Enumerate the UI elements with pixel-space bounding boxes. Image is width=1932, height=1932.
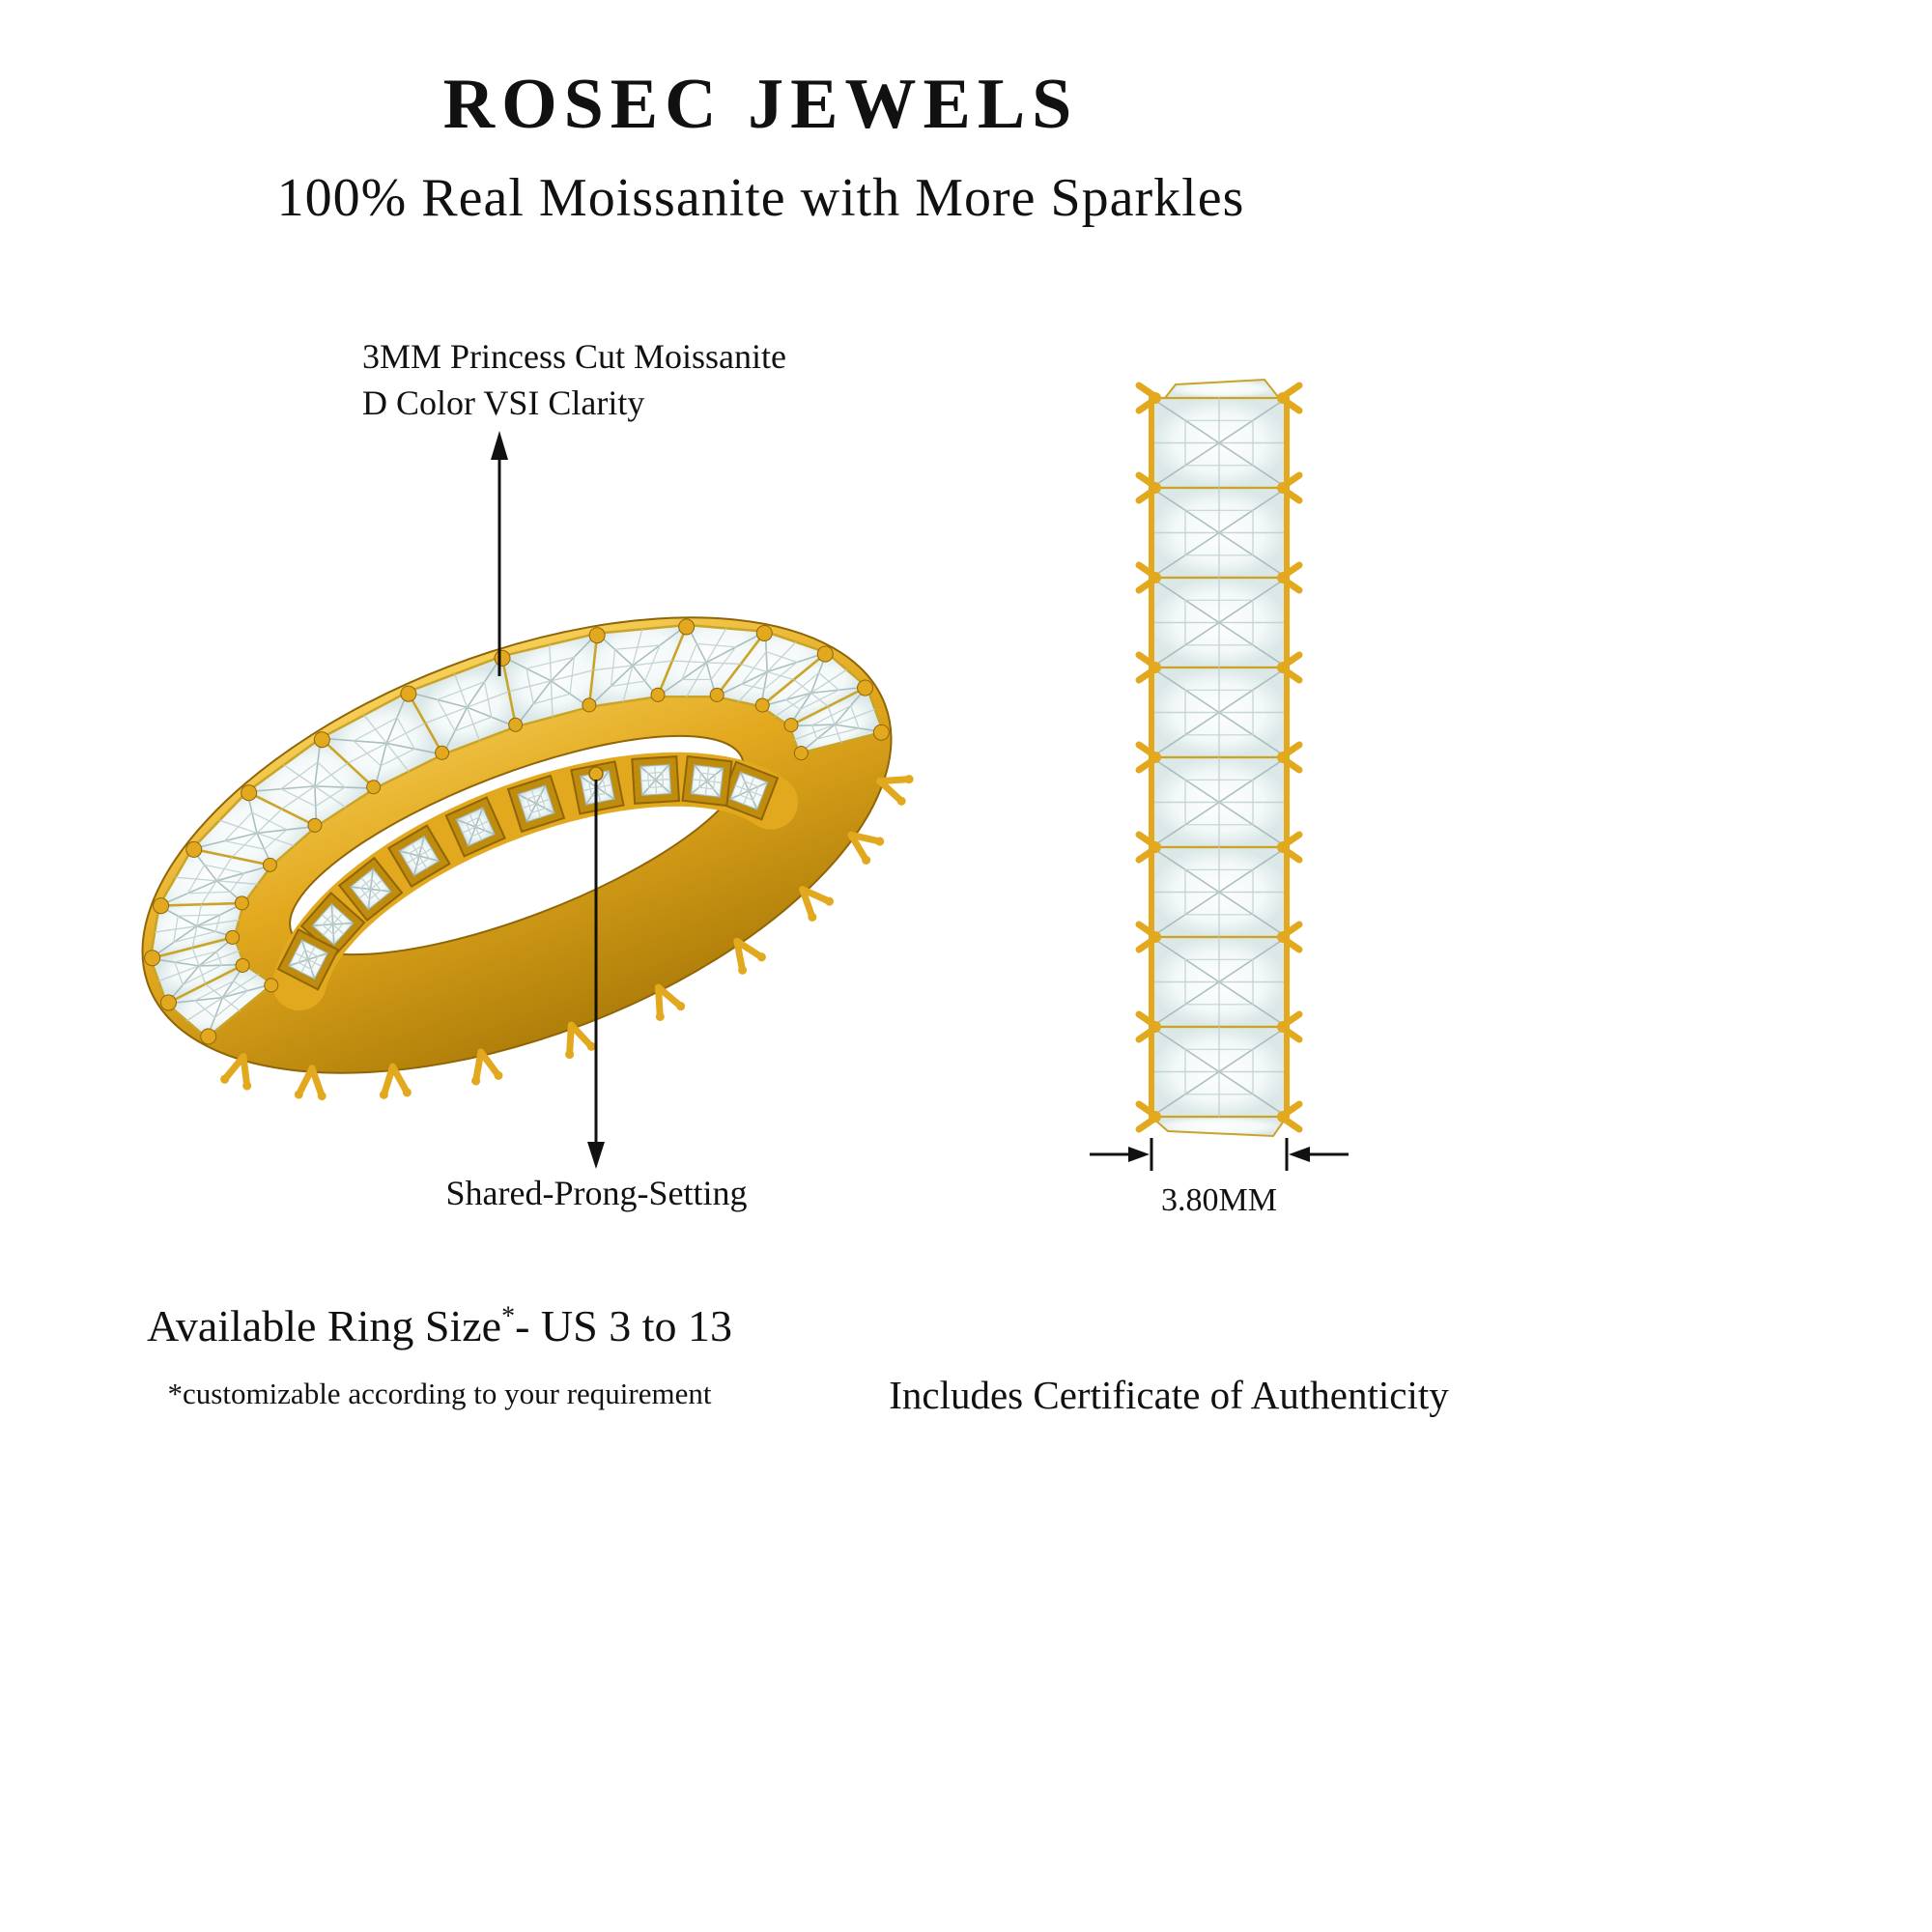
brand-title: ROSEC JEWELS <box>442 65 1079 144</box>
width-measurement-label: 3.80MM <box>1161 1182 1277 1218</box>
stone-annotation-line2: D Color VSI Clarity <box>362 383 645 422</box>
stone-annotation-line1: 3MM Princess Cut Moissanite <box>362 337 787 376</box>
ring-size-line: Available Ring Size*- US 3 to 13 <box>106 1300 773 1351</box>
header: ROSEC JEWELS 100% Real Moissanite with M… <box>0 64 1521 229</box>
ring-size-asterisk: * <box>501 1301 516 1332</box>
stone-annotation-label: 3MM Princess Cut Moissanite D Color VSI … <box>362 334 786 426</box>
certificate-note: Includes Certificate of Authenticity <box>889 1373 1449 1417</box>
customization-note: *customizable according to your requirem… <box>167 1377 712 1410</box>
ring-size-range: - US 3 to 13 <box>515 1301 732 1350</box>
ring-size-info: Available Ring Size*- US 3 to 13 *custom… <box>106 1300 773 1411</box>
tagline: 100% Real Moissanite with More Sparkles <box>276 168 1245 228</box>
main-ring-image <box>141 616 914 1101</box>
setting-annotation-label: Shared-Prong-Setting <box>445 1174 748 1212</box>
ring-size-label: Available Ring Size <box>147 1301 502 1350</box>
side-ring-image <box>1135 378 1303 1138</box>
